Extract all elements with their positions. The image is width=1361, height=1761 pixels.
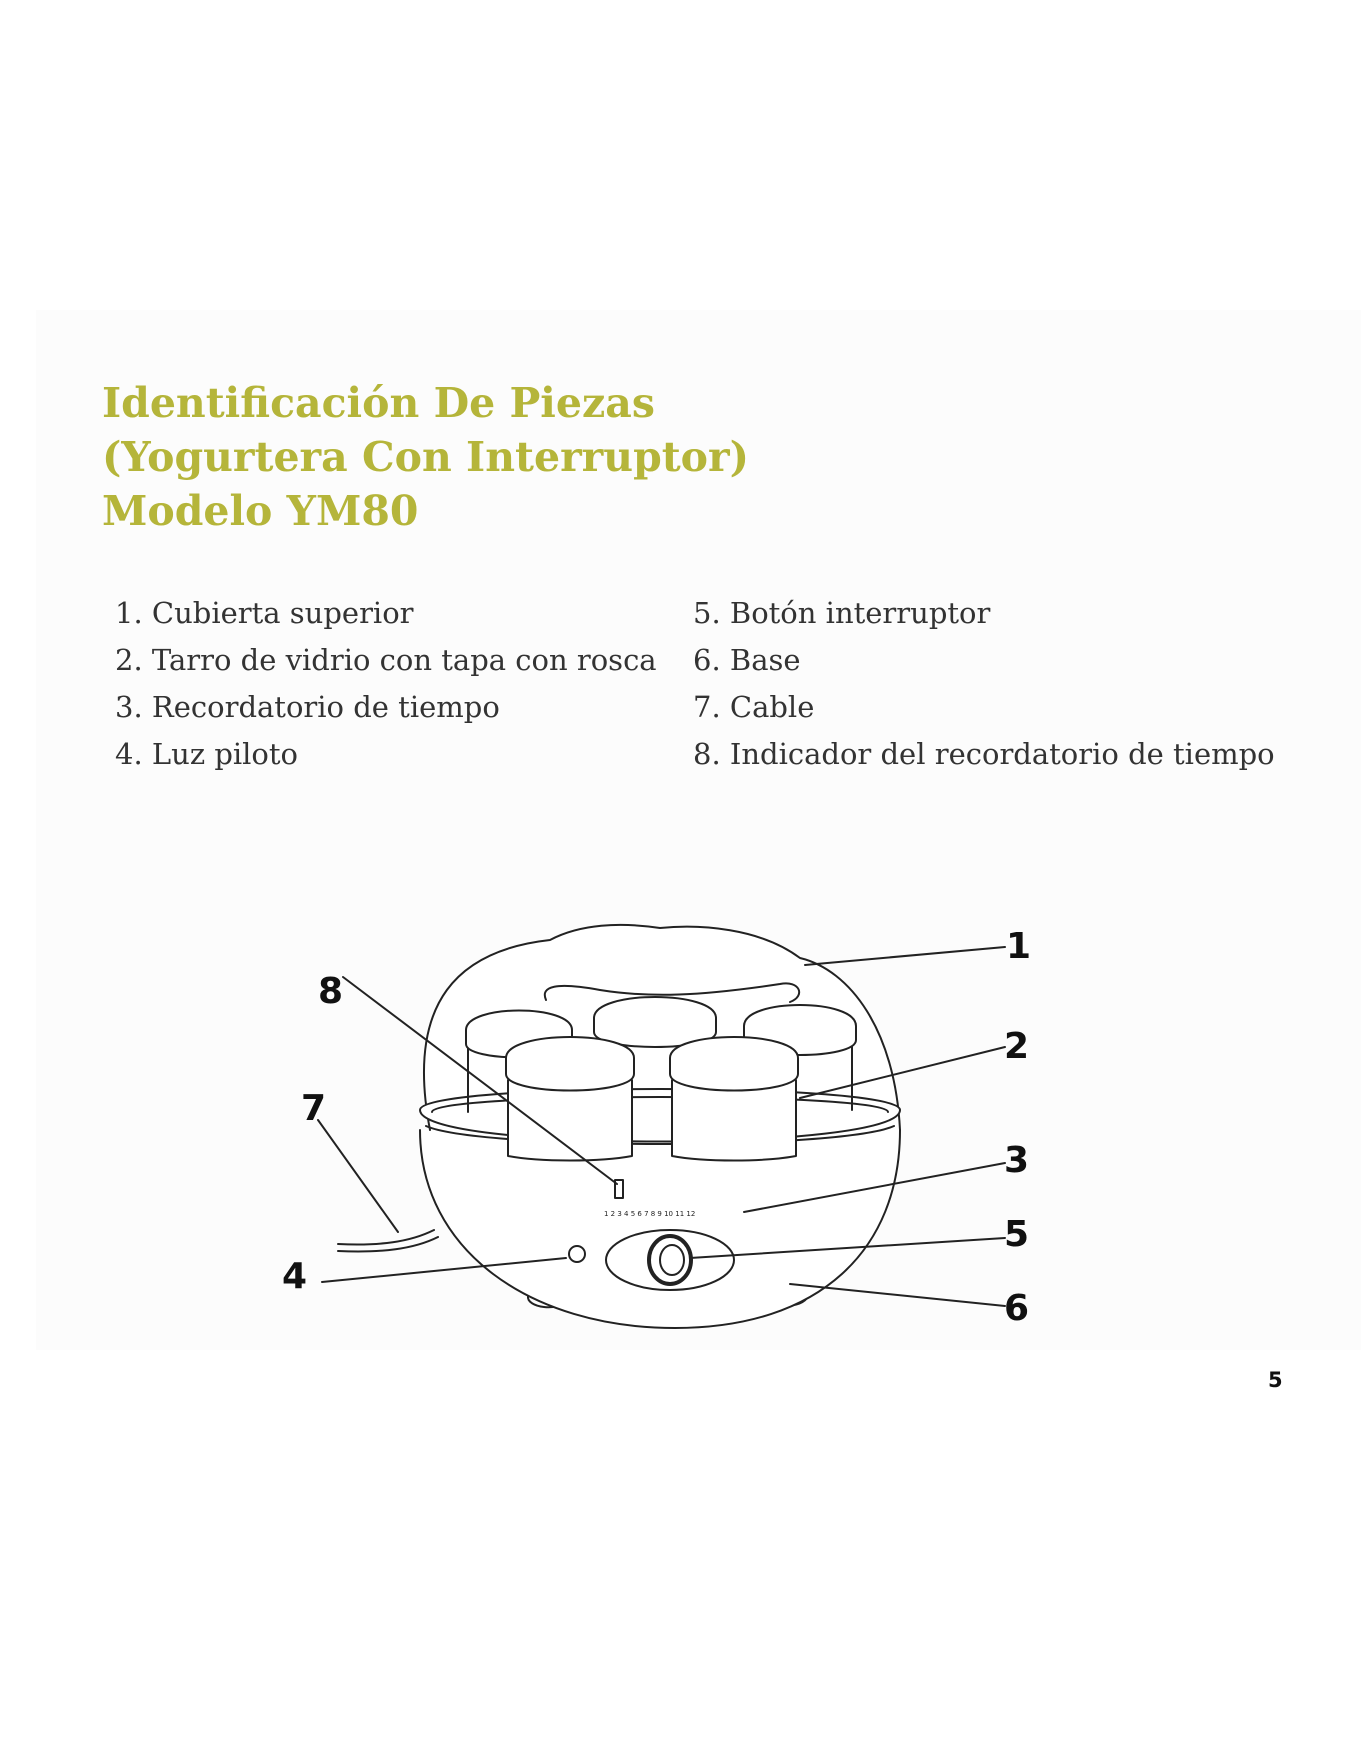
callout-7: 7: [301, 1088, 326, 1129]
base-illustration: [420, 1130, 900, 1328]
callout-1: 1: [1006, 926, 1031, 967]
callout-3: 3: [1004, 1140, 1029, 1181]
callout-8: 8: [318, 971, 343, 1012]
time-reminder-scale: 1 2 3 4 5 6 7 8 9 10 11 12: [604, 1210, 695, 1218]
callout-6: 6: [1004, 1288, 1029, 1329]
leader-line-1: [805, 947, 1005, 965]
page-number: 5: [1268, 1368, 1283, 1392]
leader-line-6: [790, 1284, 1005, 1306]
callout-5: 5: [1004, 1214, 1029, 1255]
callout-4: 4: [282, 1256, 307, 1297]
cable-illustration: [338, 1230, 434, 1244]
leader-line-7: [318, 1120, 398, 1232]
glass-jar-front-left: [506, 1037, 634, 1161]
callout-2: 2: [1004, 1026, 1029, 1067]
pilot-light: [569, 1246, 585, 1262]
glass-jar-front-right: [670, 1037, 798, 1161]
